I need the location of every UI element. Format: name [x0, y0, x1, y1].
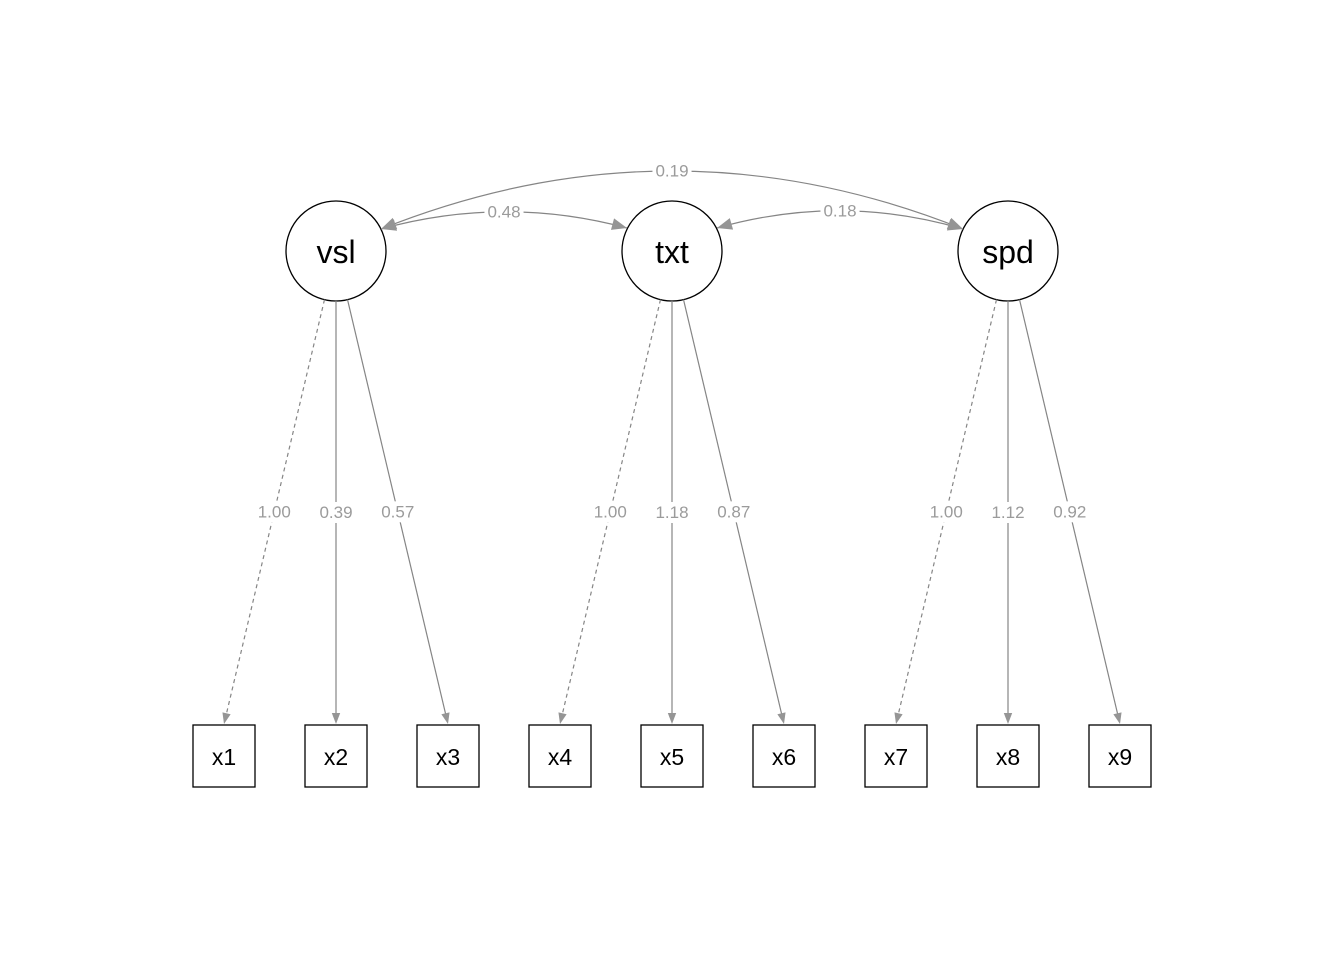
manifest-node-x1 — [192, 724, 256, 788]
loading-label-txt-x6-background — [714, 501, 754, 523]
loading-label-txt-x6: 0.87 — [717, 502, 750, 521]
manifest-node-x6 — [752, 724, 816, 788]
loading-arrowhead-x2 — [331, 713, 341, 724]
loading-label-vsl-x1-background — [254, 501, 294, 523]
manifest-node-x4 — [528, 724, 592, 788]
loading-arrowhead-x6 — [777, 712, 786, 724]
manifest-node-label-x2: x2 — [324, 744, 348, 770]
loading-label-txt-x4-background — [590, 501, 630, 523]
loading-label-vsl-x2-background — [316, 502, 356, 523]
manifest-node-label-x7: x7 — [884, 744, 908, 770]
latent-node-label-vsl: vsl — [316, 234, 355, 270]
loading-label-spd-x7-background — [926, 501, 966, 523]
loading-arrowhead-x5 — [667, 713, 677, 724]
covariance-arrowhead-vsl — [381, 217, 398, 230]
manifest-node-label-x1: x1 — [212, 744, 236, 770]
loading-label-vsl-x1: 1.00 — [258, 502, 291, 521]
loading-label-spd-x8-background — [988, 502, 1028, 523]
manifest-node-x8 — [976, 724, 1040, 788]
covariance-label-txt-spd-background — [820, 200, 860, 222]
loading-label-spd-x9: 0.92 — [1053, 502, 1086, 521]
loading-arrowhead-x4 — [558, 712, 567, 724]
manifest-node-label-x6: x6 — [772, 744, 796, 770]
manifest-node-label-x5: x5 — [660, 744, 684, 770]
covariance-label-txt-spd: 0.18 — [823, 201, 856, 220]
manifest-node-x3 — [416, 724, 480, 788]
manifest-node-label-x3: x3 — [436, 744, 460, 770]
covariance-label-vsl-spd: 0.19 — [655, 162, 688, 181]
covariance-arrowhead-txt — [717, 218, 734, 230]
loading-arrowhead-x8 — [1003, 713, 1013, 724]
loading-label-spd-x8: 1.12 — [991, 503, 1024, 522]
loading-edge-txt-x4 — [561, 299, 662, 717]
covariance-label-vsl-txt-background — [484, 201, 524, 223]
loading-arrowhead-x1 — [222, 712, 231, 724]
loading-arrowhead-x9 — [1113, 712, 1122, 724]
loading-arrowhead-x3 — [441, 712, 450, 724]
loading-label-txt-x5: 1.18 — [655, 503, 688, 522]
manifest-node-x7 — [864, 724, 928, 788]
covariance-arrowhead-spd — [946, 217, 963, 230]
manifest-node-label-x4: x4 — [548, 744, 573, 770]
loading-label-vsl-x3-background — [378, 501, 418, 523]
loading-label-spd-x9-background — [1050, 501, 1090, 523]
loading-edge-vsl-x1 — [225, 299, 326, 717]
loading-label-txt-x5-background — [652, 502, 692, 523]
covariance-label-vsl-txt: 0.48 — [487, 202, 520, 221]
manifest-node-x2 — [304, 724, 368, 788]
loading-label-txt-x4: 1.00 — [594, 502, 627, 521]
loading-label-vsl-x3: 0.57 — [381, 502, 414, 521]
manifest-node-x9 — [1088, 724, 1152, 788]
manifest-node-label-x8: x8 — [996, 744, 1020, 770]
loading-label-vsl-x2: 0.39 — [319, 503, 352, 522]
latent-node-label-spd: spd — [982, 234, 1034, 270]
loading-edge-spd-x7 — [897, 299, 998, 717]
loading-arrowhead-x7 — [894, 712, 903, 724]
manifest-node-x5 — [640, 724, 704, 788]
covariance-arrowhead-txt — [610, 218, 627, 230]
loading-label-spd-x7: 1.00 — [930, 502, 963, 521]
covariance-label-vsl-spd-background — [652, 160, 692, 182]
manifest-node-label-x9: x9 — [1108, 744, 1132, 770]
latent-node-label-txt: txt — [655, 234, 689, 270]
